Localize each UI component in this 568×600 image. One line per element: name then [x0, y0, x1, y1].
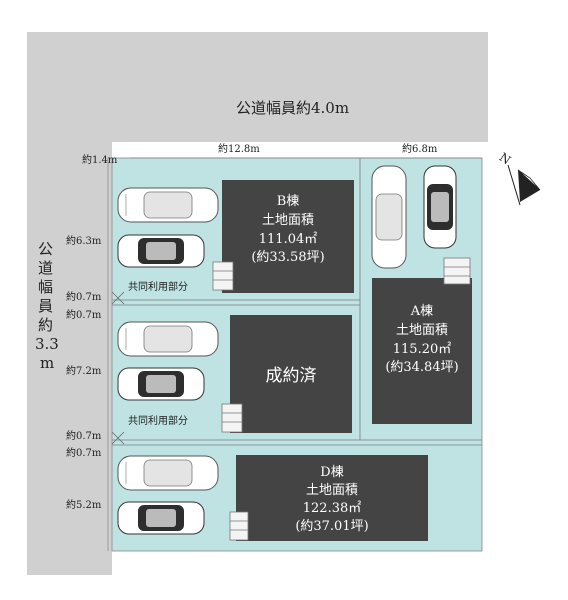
car-icon: [117, 501, 205, 535]
svg-text:122.38㎡: 122.38㎡: [303, 501, 362, 516]
car-icon: [371, 165, 407, 269]
svg-text:115.20㎡: 115.20㎡: [393, 342, 452, 357]
car-icon: [117, 455, 219, 491]
west-road: [27, 32, 112, 575]
lot-lines: [112, 158, 482, 446]
svg-text:道: 道: [38, 259, 53, 277]
svg-text:土地面積: 土地面積: [396, 323, 448, 338]
svg-text:D棟: D棟: [320, 465, 343, 480]
building-c: [230, 315, 352, 433]
dim-left: 約0.7m: [66, 290, 102, 303]
dim-left: 約6.3m: [66, 234, 102, 247]
dim-top-left: 約12.8m: [218, 142, 260, 155]
svg-text:(約34.84坪): (約34.84坪): [385, 360, 458, 375]
car-icon: [117, 367, 205, 401]
car-icon: [117, 321, 219, 357]
west-road-label: 公 道 幅 員 約 3.3 m: [35, 240, 59, 372]
svg-text:(約33.58坪): (約33.58坪): [251, 250, 324, 265]
building-d-label: D棟 土地面積 122.38㎡ (約37.01坪): [295, 465, 368, 534]
entrance-steps: [212, 257, 471, 541]
car-icon: [117, 234, 205, 268]
lot-corner-white: [112, 142, 132, 158]
svg-text:土地面積: 土地面積: [262, 213, 314, 228]
shared-area-label: 共同利用部分: [128, 414, 188, 427]
road-corner-cutout: [112, 32, 488, 80]
dim-left: 約7.2m: [66, 364, 102, 377]
svg-text:B棟: B棟: [277, 194, 300, 209]
dim-left: 約0.7m: [66, 308, 102, 321]
svg-text:公: 公: [38, 240, 53, 258]
car-icon: [423, 165, 457, 249]
compass-icon: N: [497, 150, 541, 206]
building-b: [222, 180, 354, 293]
building-b-label: B棟 土地面積 111.04㎡ (約33.58坪): [251, 194, 324, 265]
svg-text:幅: 幅: [38, 278, 53, 296]
shared-area-label: 共同利用部分: [128, 280, 188, 293]
shared-area-marks: [111, 291, 125, 445]
building-a: [372, 278, 472, 424]
svg-text:A棟: A棟: [410, 304, 433, 319]
svg-text:土地面積: 土地面積: [306, 483, 358, 498]
svg-text:N: N: [497, 150, 514, 167]
svg-text:111.04㎡: 111.04㎡: [259, 232, 318, 247]
svg-text:m: m: [40, 354, 54, 372]
dim-left: 約0.7m: [66, 429, 102, 442]
building-d: [236, 455, 428, 541]
svg-text:員: 員: [38, 297, 53, 315]
dim-left: 約0.7m: [66, 446, 102, 459]
building-a-label: A棟 土地面積 115.20㎡ (約34.84坪): [385, 304, 458, 375]
dim-corner: 約1.4m: [82, 153, 118, 166]
svg-text:約: 約: [38, 316, 53, 334]
north-road-label: 公道幅員約4.0m: [236, 99, 349, 117]
car-icon: [117, 187, 219, 223]
dim-top-right: 約6.8m: [402, 142, 438, 155]
building-c-status: 成約済: [266, 366, 317, 386]
svg-text:(約37.01坪): (約37.01坪): [295, 519, 368, 534]
svg-text:3.3: 3.3: [35, 335, 59, 353]
dim-left: 約5.2m: [66, 498, 102, 511]
